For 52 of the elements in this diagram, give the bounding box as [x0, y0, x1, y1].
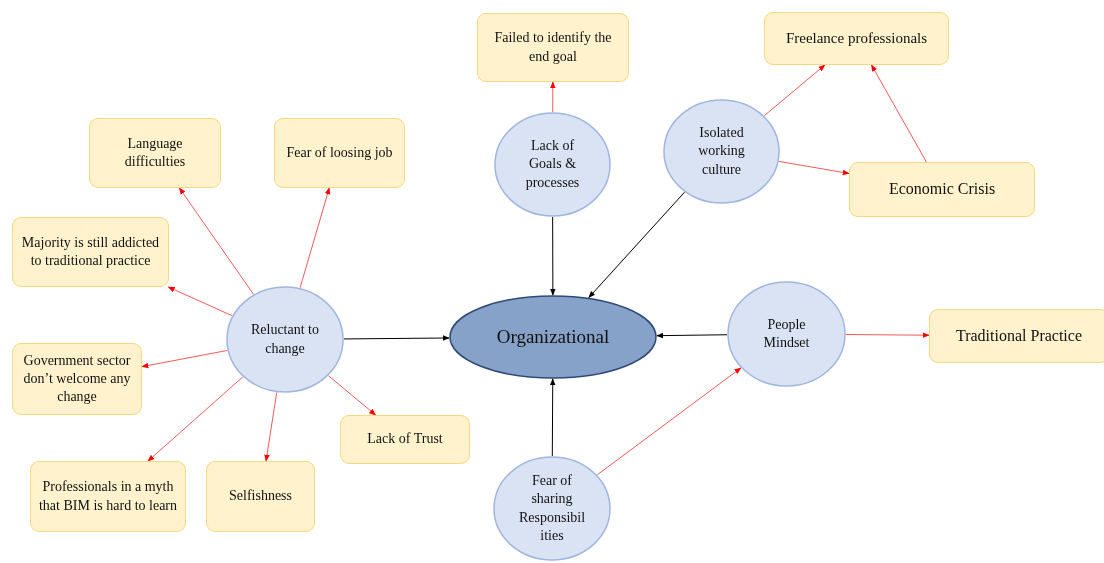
central-ellipse: [449, 295, 657, 379]
arrow: [550, 81, 556, 113]
concept-circle: [226, 286, 344, 393]
node-label: Fear of sharing Responsibilities: [518, 472, 586, 545]
node-label: Professionals in a myth that BIM is hard to learn: [38, 478, 178, 515]
arrow: [550, 216, 556, 296]
concept-circle: [727, 281, 846, 387]
concept-circle: [494, 112, 611, 217]
concept-circle: [663, 99, 780, 204]
arrow: [778, 160, 850, 176]
node-label: Isolated working culture: [697, 124, 746, 179]
arrow: [549, 378, 556, 457]
arrow: [167, 286, 233, 317]
factor-box: [849, 162, 1035, 217]
arrow: [141, 349, 228, 369]
factor-box: [340, 415, 470, 464]
node-label: Freelance professionals: [785, 28, 928, 48]
node-label: Fear of loosing job: [286, 143, 393, 162]
arrow: [596, 367, 742, 476]
arrow: [264, 391, 278, 462]
arrow: [178, 187, 254, 295]
factor-box: [12, 217, 169, 287]
arrow: [656, 332, 728, 339]
node-label: Lack of Goals & processes: [524, 137, 581, 192]
factor-box: [12, 343, 142, 415]
node-label: Economic Crisis: [888, 179, 996, 200]
node-label: People Mindset: [762, 315, 811, 352]
arrow: [147, 376, 244, 462]
factor-box: [206, 461, 315, 532]
arrow: [343, 335, 450, 341]
node-label: Language difficulties: [123, 134, 187, 171]
node-label: Majority is still addicted to traditional practice: [20, 233, 161, 270]
arrow: [845, 332, 930, 338]
factor-box: [764, 12, 949, 65]
factor-box: [274, 118, 405, 188]
arrow: [763, 64, 826, 117]
factor-box: [30, 461, 186, 532]
node-label: Government sector don’t welcome any change: [22, 351, 132, 407]
arrow: [871, 64, 927, 163]
node-label: Organizational: [496, 324, 610, 349]
factor-box: [89, 118, 221, 188]
concept-circle: [493, 456, 611, 561]
node-label: Selfishness: [229, 487, 292, 506]
factor-box: [477, 13, 629, 82]
arrow: [299, 187, 331, 289]
node-label: Traditional Practice: [955, 325, 1082, 346]
node-label: Lack of Trust: [367, 430, 443, 449]
node-label: Reluctant to change: [249, 321, 320, 358]
arrow: [588, 191, 686, 299]
node-label: Failed to identify the end goal: [493, 29, 613, 66]
arrow: [327, 375, 377, 416]
factor-box: [929, 309, 1104, 363]
